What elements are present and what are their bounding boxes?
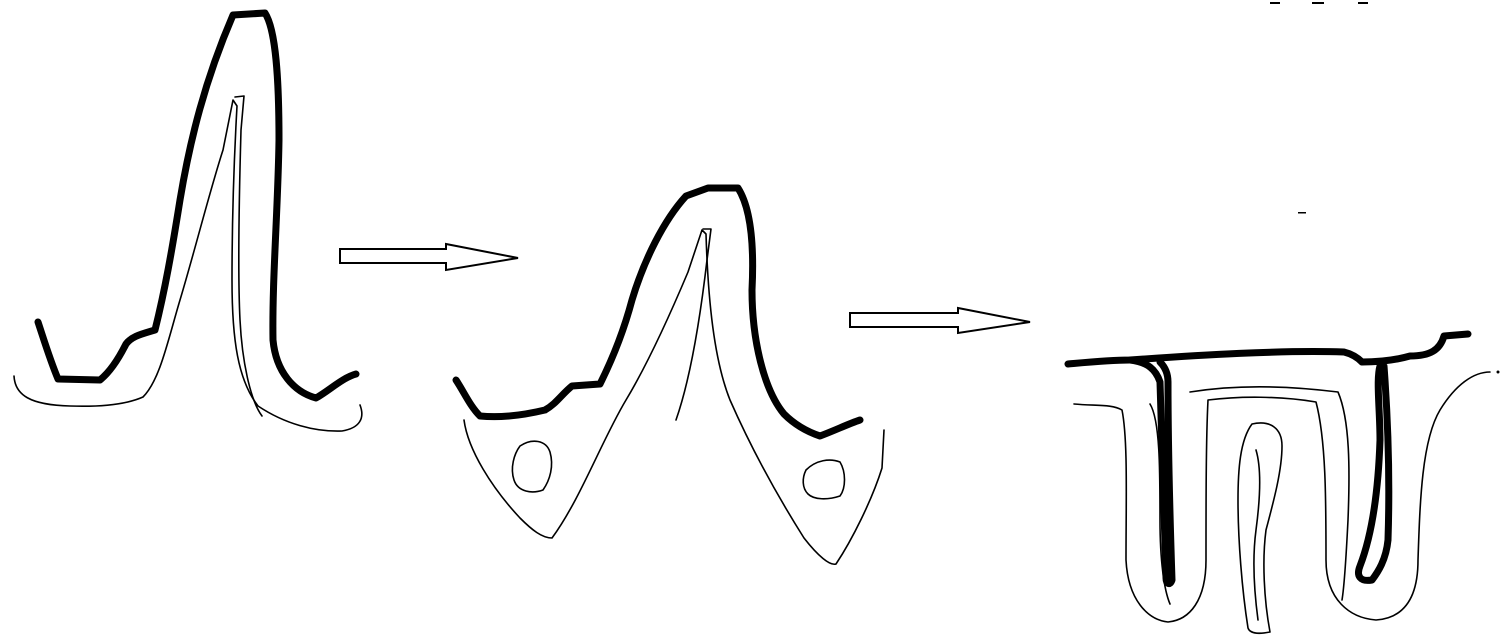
arrow-stage1-to-stage2	[340, 244, 518, 270]
stage-3-tongue-inner-line	[1254, 450, 1260, 620]
stage-2-outer-thin-outline	[464, 230, 884, 564]
stage-1-inner-slit	[235, 96, 262, 416]
arrow-stage2-to-stage3	[850, 308, 1030, 333]
stage-3-top-thick-membrane	[1068, 352, 1362, 364]
scan-specks	[1270, 2, 1500, 374]
speck-4	[1298, 212, 1306, 214]
stage-3-right-thick-fold	[1359, 334, 1469, 580]
stage-3-outer-thin-outline	[1074, 372, 1490, 622]
speck-5	[1497, 371, 1500, 374]
stage-1-outer-thick-outline	[38, 13, 356, 398]
speck-2	[1312, 2, 1324, 4]
stage-1-peak	[14, 13, 362, 431]
stage-2-right-cavity	[803, 460, 844, 499]
stage-3-left-thick-fold	[1130, 360, 1172, 584]
speck-1	[1270, 2, 1280, 4]
stage-2-outer-thick-outline	[456, 188, 860, 436]
stage-3-central-tongue	[1238, 423, 1282, 633]
stage-2-peak	[456, 188, 884, 564]
stage-3-structure	[1068, 334, 1490, 633]
stage-2-left-cavity	[512, 441, 551, 492]
speck-3	[1358, 2, 1368, 4]
